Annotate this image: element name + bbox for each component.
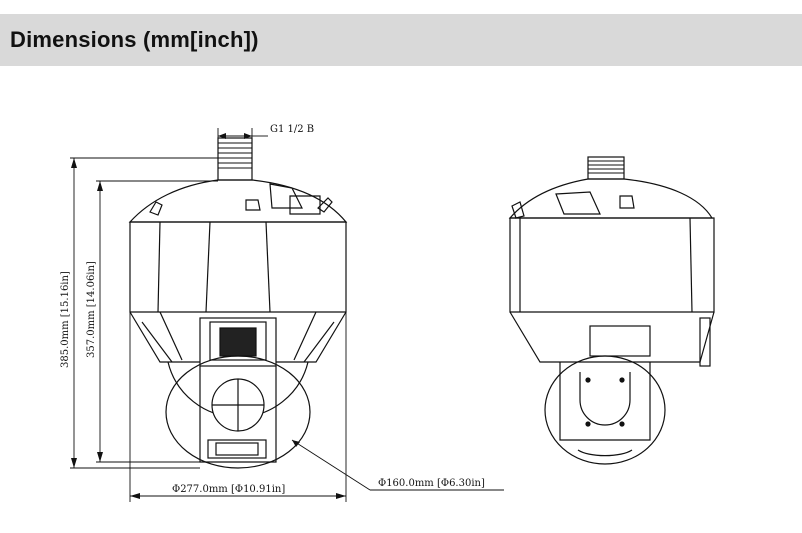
front-view <box>128 137 348 469</box>
dimension-lines <box>70 128 504 502</box>
height-body-label: 357.0mm [14.06in] <box>86 261 97 358</box>
thread-label: G1 1/2 B <box>270 124 314 135</box>
height-total-label: 385.0mm [15.16in] <box>60 271 71 368</box>
section-header: Dimensions (mm[inch]) <box>0 14 802 66</box>
section-title: Dimensions (mm[inch]) <box>10 27 259 52</box>
side-view <box>508 156 715 465</box>
ball-diameter-label: Φ160.0mm [Φ6.30in] <box>378 478 485 489</box>
width-label: Φ277.0mm [Φ10.91in] <box>172 484 285 495</box>
